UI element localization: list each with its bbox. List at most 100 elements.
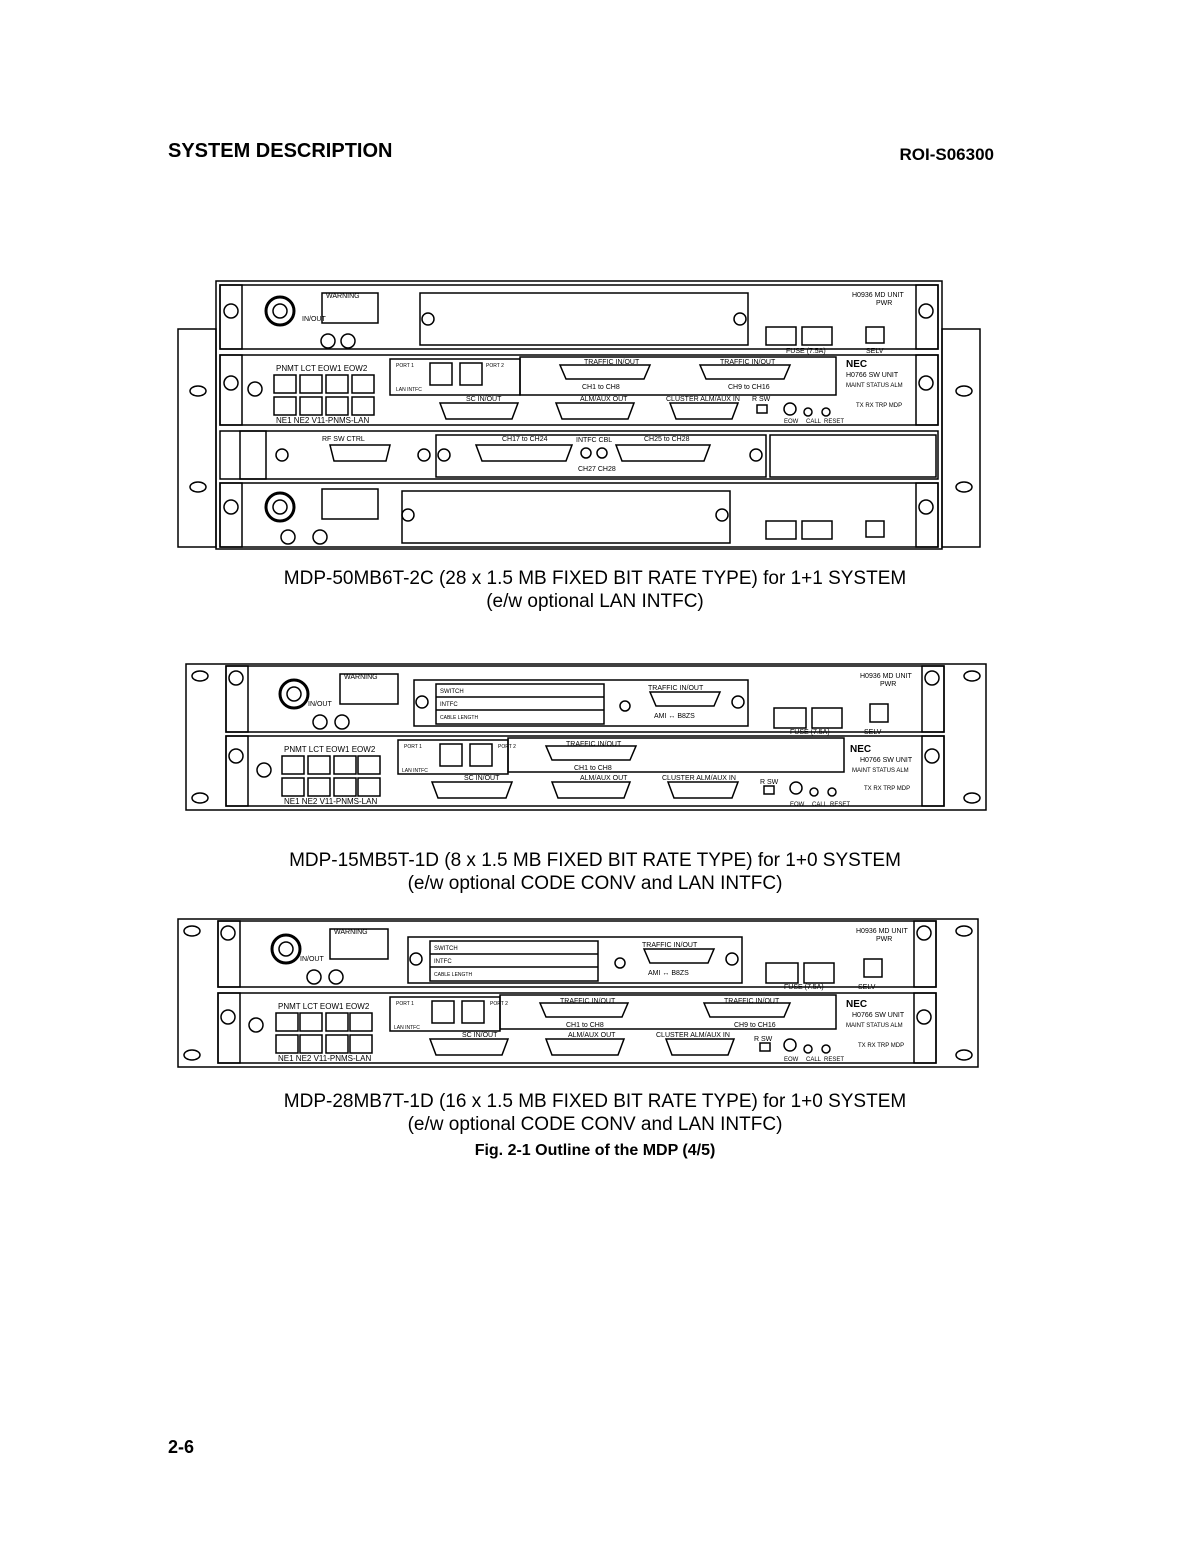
- reset-label: RESET: [824, 419, 844, 425]
- maint-status-label: MAINT STATUS ALM: [852, 768, 909, 774]
- ch25-ch28-label: CH25 to CH28: [644, 436, 690, 443]
- intfc-row-label: INTFC: [440, 702, 458, 708]
- port1-label: PORT 1: [396, 1001, 414, 1007]
- page-number: 2-6: [168, 1437, 195, 1457]
- alm-aux-label: ALM/AUX OUT: [580, 775, 628, 782]
- port2-label: PORT 2: [498, 744, 516, 750]
- selv-label: SELV: [864, 729, 882, 736]
- ch9-ch16-label: CH9 to CH16: [728, 384, 770, 391]
- figure-2-drawing: WARNING IN/OUT SWITCH INTFC CABLE LENGTH…: [185, 663, 987, 811]
- lan-intfc-label: LAN INTFC: [394, 1025, 420, 1031]
- cluster-label: CLUSTER ALM/AUX IN: [666, 396, 740, 403]
- ne-row-label: NE1 NE2 V11-PNMS-LAN: [278, 1054, 371, 1063]
- call-label: CALL: [806, 1057, 822, 1063]
- alm-aux-label: ALM/AUX OUT: [580, 396, 628, 403]
- figure-1-drawing: WARNING IN/OUT H0936 MD UNIT PWR FUSE (7…: [177, 280, 981, 550]
- figure-2-caption: MDP-15MB5T-1D (8 x 1.5 MB FIXED BIT RATE…: [0, 849, 1190, 895]
- sw-unit-label: H0766 SW UNIT: [852, 1012, 905, 1019]
- maint-status-label: MAINT STATUS ALM: [846, 383, 903, 389]
- eow-label: EOW: [784, 419, 799, 425]
- ch17-ch24-label: CH17 to CH24: [502, 436, 548, 443]
- ch27-ch28-label: CH27 CH28: [578, 466, 616, 473]
- intfc-cbl-label: INTFC CBL: [576, 437, 612, 444]
- figure-3-caption-line2: (e/w optional CODE CONV and LAN INTFC): [407, 1114, 783, 1135]
- figure-1-caption: MDP-50MB6T-2C (28 x 1.5 MB FIXED BIT RAT…: [0, 567, 1190, 613]
- traffic-inout-code-conv-label: TRAFFIC IN/OUT: [642, 942, 698, 949]
- fuse-label: FUSE (7.5A): [784, 984, 824, 991]
- tx-rx-label: TX RX TRP MDP: [856, 403, 902, 409]
- port2-label: PORT 2: [486, 363, 504, 369]
- reset-label: RESET: [830, 802, 850, 808]
- tx-rx-label: TX RX TRP MDP: [864, 786, 910, 792]
- ami-b8zs-label: AMI ↔ B8ZS: [648, 970, 689, 977]
- cluster-label: CLUSTER ALM/AUX IN: [656, 1032, 730, 1039]
- selv-label: SELV: [858, 984, 876, 991]
- selv-label: SELV: [866, 348, 884, 355]
- lan-intfc-label: LAN INTFC: [402, 768, 428, 774]
- nec-logo: NEC: [846, 359, 867, 370]
- traffic-inout-label: TRAFFIC IN/OUT: [566, 741, 622, 748]
- sc-inout-label: SC IN/OUT: [464, 775, 500, 782]
- warning-label: WARNING: [344, 674, 378, 681]
- tx-rx-label: TX RX TRP MDP: [858, 1043, 904, 1049]
- traffic-inout-right-label: TRAFFIC IN/OUT: [724, 998, 780, 1005]
- port1-label: PORT 1: [404, 744, 422, 750]
- rf-inout-label: IN/OUT: [308, 701, 332, 708]
- ch1-ch8-label: CH1 to CH8: [566, 1022, 604, 1029]
- warning-label: WARNING: [334, 929, 368, 936]
- figure-2-caption-line1: MDP-15MB5T-1D (8 x 1.5 MB FIXED BIT RATE…: [289, 850, 901, 871]
- traffic-inout-left-label: TRAFFIC IN/OUT: [560, 998, 616, 1005]
- ami-b8zs-label: AMI ↔ B8ZS: [654, 713, 695, 720]
- pwr-label: PWR: [876, 936, 892, 943]
- figure-3-caption-line1: MDP-28MB7T-1D (16 x 1.5 MB FIXED BIT RAT…: [283, 1091, 907, 1112]
- pwr-label: PWR: [880, 681, 896, 688]
- figure-2-caption-line2: (e/w optional CODE CONV and LAN INTFC): [407, 873, 783, 894]
- md-unit-label: H0936 MD UNIT: [860, 673, 912, 680]
- traffic-inout-code-conv-label: TRAFFIC IN/OUT: [648, 685, 704, 692]
- traffic-inout-left-label: TRAFFIC IN/OUT: [584, 359, 640, 366]
- ne-row-label: NE1 NE2 V11-PNMS-LAN: [284, 797, 377, 806]
- fuse-label: FUSE (7.5A): [790, 729, 830, 736]
- figure-1-caption-line1: MDP-50MB6T-2C (28 x 1.5 MB FIXED BIT RAT…: [283, 568, 907, 589]
- ne-row-label: NE1 NE2 V11-PNMS-LAN: [276, 416, 369, 425]
- nec-logo: NEC: [850, 744, 871, 755]
- switch-label: SWITCH: [440, 689, 464, 695]
- rf-inout-label: IN/OUT: [300, 956, 324, 963]
- sc-inout-label: SC IN/OUT: [466, 396, 502, 403]
- rf-sw-ctrl-label: RF SW CTRL: [322, 436, 365, 443]
- nec-logo: NEC: [846, 999, 867, 1010]
- intfc-row-label: INTFC: [434, 959, 452, 965]
- call-label: CALL: [812, 802, 828, 808]
- sw-unit-label: H0766 SW UNIT: [860, 757, 913, 764]
- port2-label: PORT 2: [490, 1001, 508, 1007]
- md-unit-label: H0936 MD UNIT: [852, 292, 904, 299]
- lan-intfc-label: LAN INTFC: [396, 387, 422, 393]
- warning-label: WARNING: [326, 293, 360, 300]
- rsw-label: R SW: [754, 1036, 773, 1043]
- eow-label: EOW: [790, 802, 805, 808]
- switch-label: SWITCH: [434, 946, 458, 952]
- cluster-label: CLUSTER ALM/AUX IN: [662, 775, 736, 782]
- rf-inout-label: IN/OUT: [302, 316, 326, 323]
- call-label: CALL: [806, 419, 822, 425]
- figure-3-caption: MDP-28MB7T-1D (16 x 1.5 MB FIXED BIT RAT…: [0, 1090, 1190, 1136]
- pnmt-row-label: PNMT LCT EOW1 EOW2: [276, 364, 368, 373]
- pnmt-row-label: PNMT LCT EOW1 EOW2: [278, 1002, 370, 1011]
- maint-status-label: MAINT STATUS ALM: [846, 1023, 903, 1029]
- cable-length-label: CABLE LENGTH: [434, 972, 472, 978]
- reset-label: RESET: [824, 1057, 844, 1063]
- md-unit-label: H0936 MD UNIT: [856, 928, 908, 935]
- sc-inout-label: SC IN/OUT: [462, 1032, 498, 1039]
- ch1-ch8-label: CH1 to CH8: [574, 765, 612, 772]
- rsw-label: R SW: [752, 396, 771, 403]
- sw-unit-label: H0766 SW UNIT: [846, 372, 899, 379]
- figure-caption: Fig. 2-1 Outline of the MDP (4/5): [474, 1142, 716, 1159]
- ch1-ch8-label: CH1 to CH8: [582, 384, 620, 391]
- alm-aux-label: ALM/AUX OUT: [568, 1032, 616, 1039]
- fuse-label: FUSE (7.5A): [786, 348, 826, 355]
- doc-code: ROI-S06300: [899, 145, 995, 164]
- rsw-label: R SW: [760, 779, 779, 786]
- page-header-title: SYSTEM DESCRIPTION: [168, 140, 393, 162]
- figure-3-drawing: WARNING IN/OUT SWITCH INTFC CABLE LENGTH…: [177, 918, 979, 1068]
- cable-length-label: CABLE LENGTH: [440, 715, 478, 721]
